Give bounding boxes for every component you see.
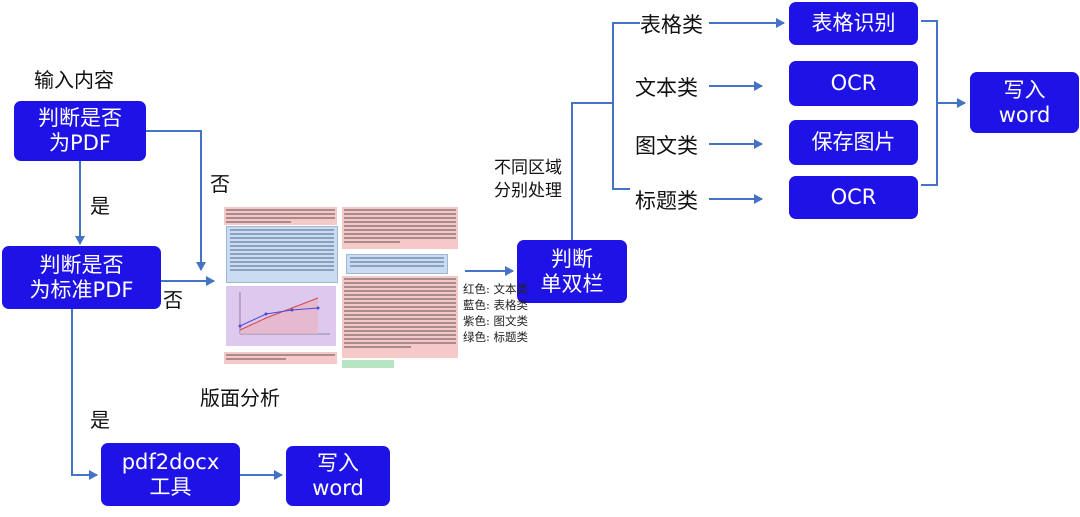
- pdf2docx-node: pdf2docx 工具: [101, 443, 240, 506]
- yes-label-2: 是: [90, 408, 110, 432]
- write-word-right-node: 写入 word: [970, 72, 1079, 133]
- legend-item: 绿色: 标题类: [463, 330, 529, 344]
- branch-bracket: [612, 22, 640, 190]
- legend-item: 红色: 文本类: [463, 282, 529, 296]
- write-word-bottom-node: 写入 word: [286, 446, 390, 506]
- figure-region: [226, 286, 336, 346]
- is-standard-pdf-node: 判断是否 为标准PDF: [2, 246, 161, 309]
- yes-label-1: 是: [90, 194, 110, 218]
- table-region-small: [346, 254, 448, 274]
- legend-item: 紫色: 图文类: [463, 314, 529, 328]
- text-region-figure-caption: [224, 352, 337, 364]
- layout-analysis-label: 版面分析: [200, 386, 280, 410]
- legend-item: 藍色: 表格类: [463, 298, 529, 312]
- no-label-1: 否: [210, 172, 230, 196]
- merge-bracket: [921, 20, 938, 186]
- category-figure-text: 图文类: [635, 134, 698, 158]
- arrow-no-to-layout: [146, 130, 206, 271]
- table-recognition-node: 表格识别: [789, 2, 918, 45]
- title-region: [342, 360, 394, 368]
- is-pdf-node: 判断是否 为PDF: [14, 101, 146, 161]
- text-region-paragraph-1: [342, 207, 458, 249]
- category-table: 表格类: [640, 13, 703, 37]
- text-region-paragraph-2: [342, 276, 458, 358]
- arrow-yes-to-pdf2docx: [71, 309, 98, 480]
- ocr-text-node: OCR: [789, 61, 918, 106]
- category-title: 标题类: [635, 189, 698, 213]
- regions-label: 不同区域 分别处理: [494, 158, 562, 201]
- save-image-node: 保存图片: [789, 120, 918, 165]
- layout-analysis-thumbnail: [224, 207, 458, 370]
- ocr-title-node: OCR: [789, 176, 918, 219]
- input-label: 输入内容: [34, 68, 114, 92]
- category-text: 文本类: [635, 76, 698, 100]
- text-region-caption: [224, 207, 337, 225]
- color-legend: 红色: 文本类 藍色: 表格类 紫色: 图文类 绿色: 标题类: [463, 281, 528, 345]
- no-label-2: 否: [163, 288, 183, 312]
- branch-trunk: [571, 102, 613, 240]
- single-double-column-node: 判断 单双栏: [517, 240, 627, 303]
- table-region: [226, 226, 338, 283]
